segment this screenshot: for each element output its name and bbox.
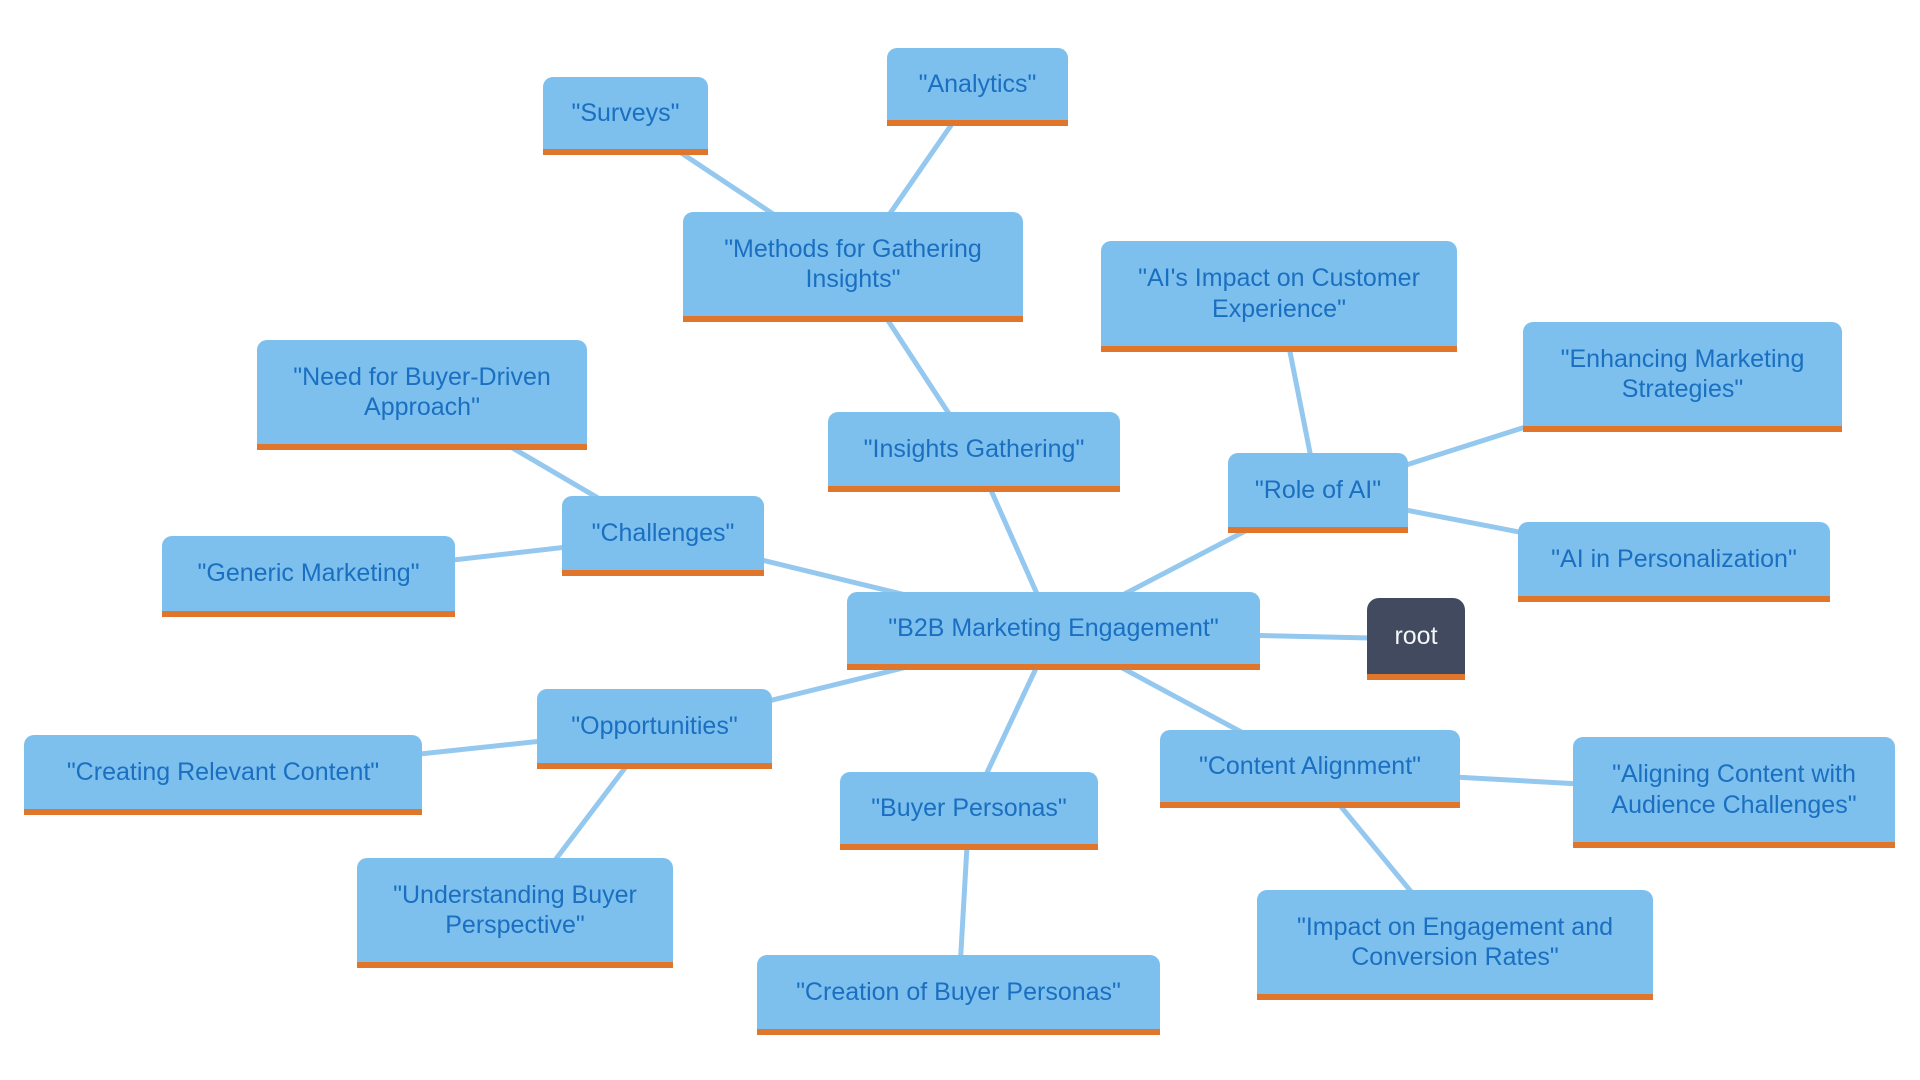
node-methods-for-gathering-insights[interactable]: "Methods for Gathering Insights" (683, 212, 1023, 322)
node-challenges[interactable]: "Challenges" (562, 496, 764, 576)
node-insights-gathering[interactable]: "Insights Gathering" (828, 412, 1120, 492)
node-need-for-buyer-driven-approach[interactable]: "Need for Buyer-Driven Approach" (257, 340, 587, 450)
node-creating-relevant-content[interactable]: "Creating Relevant Content" (24, 735, 422, 815)
node-buyer-personas[interactable]: "Buyer Personas" (840, 772, 1098, 850)
node-content-alignment[interactable]: "Content Alignment" (1160, 730, 1460, 808)
node-aligning-content-with-audience-challenges[interactable]: "Aligning Content with Audience Challeng… (1573, 737, 1895, 848)
node-opportunities[interactable]: "Opportunities" (537, 689, 772, 769)
node-b2b-marketing-engagement[interactable]: "B2B Marketing Engagement" (847, 592, 1260, 670)
node-impact-on-engagement-and-conversion-rates[interactable]: "Impact on Engagement and Conversion Rat… (1257, 890, 1653, 1000)
node-role-of-ai[interactable]: "Role of AI" (1228, 453, 1408, 533)
node-analytics[interactable]: "Analytics" (887, 48, 1068, 126)
node-ais-impact-on-customer-experience[interactable]: "AI's Impact on Customer Experience" (1101, 241, 1457, 352)
node-enhancing-marketing-strategies[interactable]: "Enhancing Marketing Strategies" (1523, 322, 1842, 432)
node-surveys[interactable]: "Surveys" (543, 77, 708, 155)
node-root[interactable]: root (1367, 598, 1465, 680)
node-generic-marketing[interactable]: "Generic Marketing" (162, 536, 455, 617)
node-ai-in-personalization[interactable]: "AI in Personalization" (1518, 522, 1830, 602)
node-creation-of-buyer-personas[interactable]: "Creation of Buyer Personas" (757, 955, 1160, 1035)
node-understanding-buyer-perspective[interactable]: "Understanding Buyer Perspective" (357, 858, 673, 968)
